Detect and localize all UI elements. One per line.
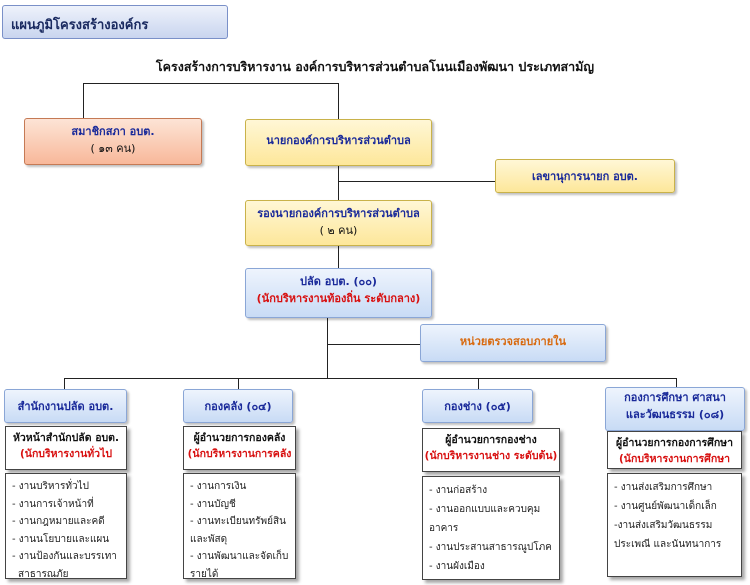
connector-line	[338, 181, 495, 182]
list-item: - งานส่งเสริมการศึกษา	[614, 482, 713, 493]
deputy-box: รองนายกองค์การบริหารส่วนตำบล ( ๒ คน)	[245, 200, 432, 246]
connector-line	[327, 344, 420, 345]
council-label: สมาชิกสภา อบต.	[71, 125, 155, 138]
council-count: ( ๑๓ คน)	[90, 142, 136, 156]
page-header-title: แผนภูมิโครงสร้างองค์กร	[11, 18, 149, 33]
list-item: - งานการเงิน	[190, 481, 247, 492]
list-item: - งานการเจ้าหน้าที่	[12, 498, 94, 510]
dept-education-label-2: และวัฒนธรรม (๐๘)	[625, 407, 725, 421]
list-item: - งานก่อสร้าง	[429, 485, 488, 496]
dept-engineering-task-panel: - งานก่อสร้าง - งานออกแบบและควบคุม อาคาร…	[422, 476, 560, 580]
list-item: - งานนโยบายและแผน	[12, 533, 110, 545]
dept-education-head: ผู้อำนวยการกองการศึกษา	[616, 437, 733, 449]
dept-finance-task-panel: - งานการเงิน - งานบัญชี - งานทะเบียนทรัพ…	[183, 473, 296, 580]
dept-finance-label: กองคลัง (๐๔)	[204, 400, 272, 413]
dept-office-task-panel: - งานบริหารทั่วไป - งานการเจ้าหน้าที่ - …	[5, 473, 127, 580]
internal-audit-box: หน่วยตรวจสอบภายใน	[420, 324, 606, 362]
secretary-box: เลขานุการนายก อบต.	[495, 159, 675, 193]
connector-line	[338, 246, 339, 268]
diagram-title: โครงสร้างการบริหารงาน องค์การบริหารส่วนต…	[155, 59, 595, 74]
list-item: สาธารณภัย	[18, 568, 69, 580]
chief-executive-box: นายกองค์การบริหารส่วนตำบล	[245, 119, 432, 166]
list-item: - งานทะเบียนทรัพย์สิน	[190, 516, 286, 527]
list-item: อาคาร	[429, 523, 459, 534]
list-item: -งานส่งเสริมวัฒนธรรม	[614, 520, 713, 531]
connector-line	[238, 378, 239, 389]
list-item: - งานพัฒนาและจัดเก็บ	[190, 551, 289, 562]
dept-education-head-panel: ผู้อำนวยการกองการศึกษา (นักบริหารงานการศ…	[607, 431, 742, 469]
dept-finance-head-sub: (นักบริหารงานการคลัง	[187, 447, 292, 460]
connector-line	[338, 166, 339, 200]
connector-line	[83, 83, 338, 84]
list-item: - งานประสานสาธารณูปโภค	[429, 542, 552, 553]
list-item: - งานบัญชี	[190, 498, 236, 510]
deputy-count: ( ๒ คน)	[319, 224, 358, 238]
dept-finance-box: กองคลัง (๐๔)	[183, 389, 293, 423]
dept-office-label: สำนักงานปลัด อบต.	[17, 400, 114, 413]
connector-line	[64, 378, 676, 379]
dept-education-head-sub: (นักบริหารงานการศึกษา	[618, 452, 731, 465]
dept-engineering-label: กองช่าง (๐๕)	[444, 400, 511, 413]
list-item: และพัสดุ	[190, 533, 228, 545]
list-item: - งานผังเมือง	[429, 561, 485, 572]
dept-finance-head: ผู้อำนวยการกองคลัง	[193, 432, 286, 444]
connector-line	[676, 378, 677, 387]
connector-line	[64, 378, 65, 389]
dept-office-head-sub: (นักบริหารงานทั่วไป	[19, 447, 113, 460]
list-item: - งานบริหารทั่วไป	[12, 481, 90, 492]
palad-sub: (นักบริหารงานท้องถิ่น ระดับกลาง)	[256, 292, 421, 306]
dept-office-box: สำนักงานปลัด อบต.	[4, 389, 127, 423]
dept-office-head-panel: หัวหน้าสำนักปลัด อบต. (นักบริหารงานทั่วไ…	[5, 426, 127, 470]
connector-line	[338, 83, 339, 119]
page-header-tab: แผนภูมิโครงสร้างองค์กร	[2, 5, 228, 39]
dept-office-head: หัวหน้าสำนักปลัด อบต.	[12, 432, 119, 444]
list-item: ประเพณี และนันทนาการ	[614, 539, 722, 550]
connector-line	[83, 83, 84, 118]
list-item: รายได้	[190, 568, 219, 580]
connector-line	[327, 318, 328, 378]
secretary-label: เลขานุการนายก อบต.	[531, 170, 638, 183]
dept-finance-head-panel: ผู้อำนวยการกองคลัง (นักบริหารงานการคลัง	[183, 426, 296, 470]
list-item: - งานออกแบบและควบคุม	[429, 504, 541, 515]
list-item: - งานศูนย์พัฒนาเด็กเล็ก	[614, 501, 717, 512]
list-item: - งานป้องกันและบรรเทา	[12, 551, 117, 562]
dept-education-box: กองการศึกษา ศาสนา และวัฒนธรรม (๐๘)	[605, 387, 745, 431]
dept-engineering-box: กองช่าง (๐๕)	[422, 389, 533, 423]
dept-education-task-panel: - งานส่งเสริมการศึกษา - งานศูนย์พัฒนาเด็…	[607, 473, 742, 577]
dept-engineering-head: ผู้อำนวยการกองช่าง	[445, 434, 537, 446]
chief-executive-label: นายกองค์การบริหารส่วนตำบล	[266, 134, 411, 147]
council-box: สมาชิกสภา อบต. ( ๑๓ คน)	[24, 118, 202, 165]
dept-engineering-head-sub: (นักบริหารงานช่าง ระดับต้น)	[424, 449, 558, 462]
list-item: - งานกฎหมายและคดี	[12, 516, 105, 527]
connector-line	[478, 378, 479, 389]
palad-label: ปลัด อบต. (๐๐)	[300, 275, 377, 288]
internal-audit-label: หน่วยตรวจสอบภายใน	[459, 335, 567, 348]
palad-box: ปลัด อบต. (๐๐) (นักบริหารงานท้องถิ่น ระด…	[245, 268, 432, 318]
dept-education-label: กองการศึกษา ศาสนา	[624, 391, 726, 404]
dept-engineering-head-panel: ผู้อำนวยการกองช่าง (นักบริหารงานช่าง ระด…	[422, 428, 560, 472]
deputy-label: รองนายกองค์การบริหารส่วนตำบล	[257, 207, 420, 220]
